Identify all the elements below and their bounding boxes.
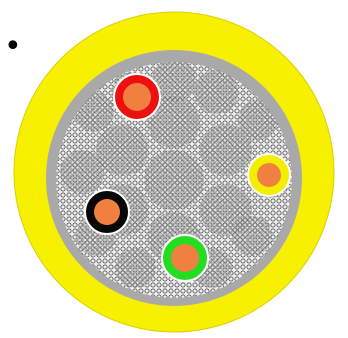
red-conductor-copper-core — [123, 83, 151, 111]
green-conductor — [162, 235, 208, 281]
strand-bundle — [144, 150, 204, 210]
yellow-conductor-copper-core — [257, 163, 281, 187]
yellow-conductor — [248, 154, 290, 196]
strand-bundle — [232, 216, 272, 256]
strand-bundle — [116, 248, 156, 288]
red-conductor — [114, 74, 160, 120]
strand-bundle — [96, 124, 148, 176]
black-conductor-copper-core — [94, 199, 120, 225]
black-conductor — [85, 190, 129, 234]
bullet-marker: • — [4, 29, 22, 64]
strand-bundle — [60, 150, 104, 194]
green-conductor-copper-core — [171, 244, 199, 272]
